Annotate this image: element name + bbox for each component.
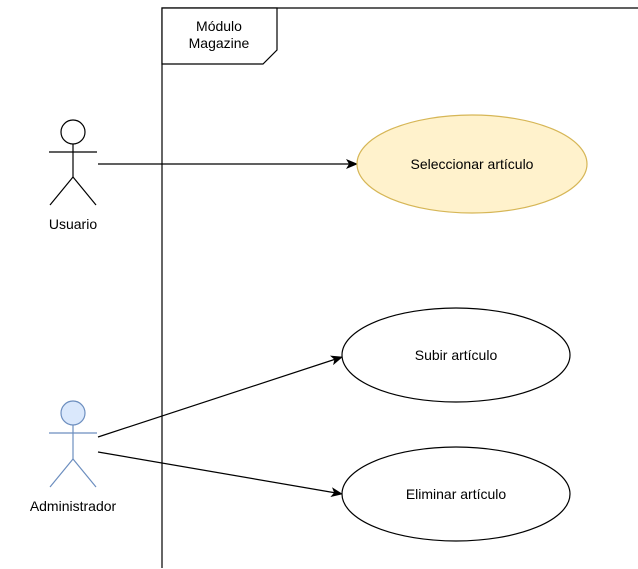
association-administrador-subir [97, 355, 343, 438]
use-case-eliminar-ellipse [341, 446, 571, 542]
actor-administrador-left-leg [49, 458, 74, 488]
use-case-seleccionar-articulo[interactable]: Seleccionar artículo [356, 114, 588, 214]
actor-administrador-label: Administrador [30, 498, 117, 514]
actor-administrador[interactable]: Administrador [30, 400, 117, 514]
actor-administrador-head [60, 400, 86, 426]
actor-usuario-label: Usuario [49, 216, 97, 232]
use-case-seleccionar-label: Seleccionar artículo [411, 156, 534, 172]
actor-usuario-right-leg [72, 176, 97, 206]
actor-usuario-left-leg [49, 176, 74, 206]
use-case-subir-label: Subir artículo [415, 347, 498, 363]
use-case-eliminar-articulo[interactable]: Eliminar artículo [341, 446, 571, 542]
actor-usuario-head [60, 119, 86, 145]
use-case-subir-ellipse [341, 307, 571, 403]
actor-usuario[interactable]: Usuario [49, 119, 97, 232]
frame-title-tab [161, 7, 278, 65]
association-administrador-eliminar [97, 451, 343, 498]
use-case-subir-articulo[interactable]: Subir artículo [341, 307, 571, 403]
use-case-seleccionar-ellipse [356, 114, 588, 214]
frame-title-line2: Magazine [189, 35, 250, 51]
associations [97, 159, 358, 498]
frame-title-line1: Módulo [196, 18, 242, 34]
actor-administrador-right-leg [72, 458, 97, 488]
use-case-eliminar-label: Eliminar artículo [406, 486, 507, 502]
system-frame: Módulo Magazine [161, 7, 638, 568]
